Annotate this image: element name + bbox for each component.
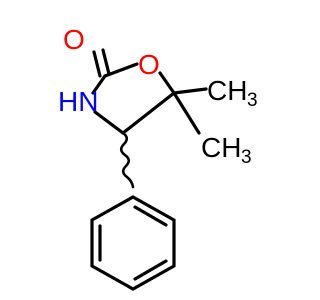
methyl-top-subscript: 3 (247, 90, 258, 111)
methyl-bottom-label: CH (201, 132, 241, 163)
structure-diagram: O O HN CH 3 CH 3 (58, 24, 258, 291)
carbonyl-oxygen-label: O (63, 24, 85, 55)
nitrogen-label: HN (58, 86, 98, 117)
methyl-bottom-subscript: 3 (241, 147, 252, 168)
bond-c5-methyl-top (172, 87, 208, 95)
phenyl-inner-bond-1 (133, 205, 168, 227)
methyl-top-label: CH (207, 75, 247, 106)
bond-o1-c5 (158, 71, 176, 95)
ring-oxygen-label: O (138, 49, 160, 80)
bond-c2-n3 (91, 74, 107, 95)
bond-c4-c5 (121, 91, 176, 135)
wavy-bond-to-phenyl (119, 131, 135, 189)
phenyl-inner-bond-2 (133, 259, 168, 281)
bond-n3-c4 (93, 110, 125, 135)
bond-c2-o1 (103, 62, 139, 78)
carbonyl-double-bond-b (101, 48, 111, 76)
bond-c5-methyl-bottom (172, 91, 201, 135)
carbonyl-double-bond-a (92, 50, 102, 78)
phenyl-ring (90, 195, 176, 291)
